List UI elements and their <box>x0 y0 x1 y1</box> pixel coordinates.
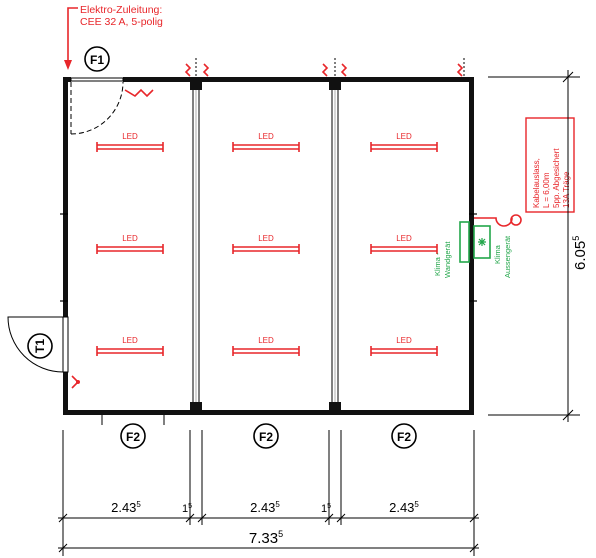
gap-2-width: 15 <box>321 503 331 515</box>
f2-text-1: F2 <box>126 430 140 444</box>
module-column-1 <box>190 82 202 410</box>
svg-text:LED: LED <box>396 132 412 141</box>
total-width: 7.335 <box>249 529 283 547</box>
svg-text:LED: LED <box>258 132 274 141</box>
cable-line-3: 5pp. Abgesichert <box>552 148 561 208</box>
climate-indoor-box <box>459 221 470 263</box>
outlet-col-2-icon <box>321 63 348 77</box>
cable-line-2: L = 6,00m <box>542 172 551 208</box>
column-1-top-cap <box>190 82 202 90</box>
led-r2-c2: LED <box>232 234 300 254</box>
module-3-width: 2.435 <box>389 500 419 515</box>
supply-line-2: CEE 32 A, 5-polig <box>80 16 163 28</box>
cable-box <box>525 117 575 213</box>
gap-1-width: 15 <box>182 503 192 515</box>
supply-leader <box>67 7 78 66</box>
svg-text:LED: LED <box>122 234 138 243</box>
door-switch-icon <box>71 375 80 389</box>
led-r1-c1: LED <box>96 132 164 152</box>
climate-unit: Klima - Wandgerät Klima Aussengerät <box>433 221 512 278</box>
outlet-right-icon <box>456 63 464 77</box>
svg-text:LED: LED <box>122 132 138 141</box>
dimension-modules: 2.435 15 2.435 15 2.435 7.335 <box>58 430 479 556</box>
bottom-wall <box>63 410 474 415</box>
f2-text-2: F2 <box>259 430 273 444</box>
door-t1: T1 <box>7 316 64 373</box>
cable-outlet-icon <box>510 214 522 226</box>
module-2-width: 2.435 <box>250 500 280 515</box>
led-r3-c3: LED <box>370 336 438 356</box>
led-r3-c1: LED <box>96 336 164 356</box>
right-wall <box>469 77 474 415</box>
led-r3-c2: LED <box>232 336 300 356</box>
door-t1-frame <box>62 316 69 373</box>
door-t1-swing <box>7 316 64 373</box>
supply-arrow-icon <box>64 60 72 70</box>
module-column-2 <box>329 82 341 410</box>
cable-line-4: 13A Träge <box>562 171 571 208</box>
outer-walls <box>62 77 474 415</box>
window-f1 <box>70 77 124 82</box>
column-2-bottom-cap <box>329 402 341 410</box>
wall-ticks <box>60 213 477 302</box>
led-r1-c2: LED <box>232 132 300 152</box>
window-swing-f1 <box>70 81 124 135</box>
climate-fan-icon <box>478 238 486 246</box>
window-label-f1: F1 <box>84 46 110 72</box>
climate-indoor-line-1: Klima - <box>433 252 442 276</box>
climate-indoor-line-2: Wandgerät <box>443 241 452 278</box>
svg-text:LED: LED <box>396 234 412 243</box>
led-r1-c3: LED <box>370 132 438 152</box>
dimension-height: 6.055 <box>488 70 589 422</box>
module-1-width: 2.435 <box>111 500 141 515</box>
left-wall-upper <box>63 77 68 317</box>
column-1-bottom-cap <box>190 402 202 410</box>
climate-outdoor-box <box>473 225 491 259</box>
cable-outlet-annotation: Kabelauslass, L = 6,00m 5pp. Abgesichert… <box>474 117 575 227</box>
f1-circle <box>84 46 110 72</box>
led-r2-c3: LED <box>370 234 438 254</box>
f1-text: F1 <box>90 53 104 67</box>
cable-leader <box>474 217 513 227</box>
climate-outdoor-line-2: Aussengerät <box>503 235 512 278</box>
window-labels-f2: F2 F2 F2 <box>101 415 417 449</box>
f2-circle-3 <box>391 423 417 449</box>
climate-outdoor-line-1: Klima <box>493 244 502 264</box>
outlet-col-1-icon <box>184 63 210 77</box>
light-switch-icon <box>124 88 154 98</box>
f2-circle-1 <box>120 423 146 449</box>
t1-circle <box>27 333 53 359</box>
left-wall-lower <box>63 372 68 415</box>
svg-text:LED: LED <box>258 234 274 243</box>
svg-text:LED: LED <box>396 336 412 345</box>
f2-circle-2 <box>253 423 279 449</box>
t1-text: T1 <box>33 339 47 353</box>
svg-text:LED: LED <box>258 336 274 345</box>
column-2-top-cap <box>329 82 341 90</box>
supply-line-1: Elektro-Zuleitung: <box>80 4 162 16</box>
led-r2-c1: LED <box>96 234 164 254</box>
cable-line-1: Kabelauslass, <box>532 158 541 208</box>
f2-text-3: F2 <box>397 430 411 444</box>
top-outlets <box>184 58 465 77</box>
supply-annotation: Elektro-Zuleitung: CEE 32 A, 5-polig <box>64 4 163 70</box>
svg-text:LED: LED <box>122 336 138 345</box>
top-wall <box>123 77 474 82</box>
height-value: 6.055 <box>571 236 589 270</box>
led-grid: LED LED LED LED LED LED <box>96 132 438 356</box>
